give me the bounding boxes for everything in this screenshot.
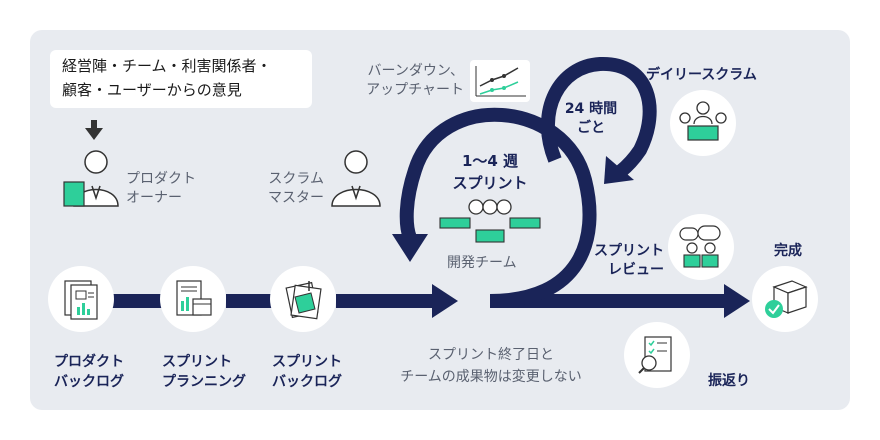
sprint-planning-icon [160,266,226,332]
flow-bar-2 [226,294,272,308]
daily-loop-arrow [540,56,657,178]
sprint-review-label: スプリント レビュー [594,243,664,278]
burndown-chart-icon [470,60,530,102]
flow-bar-1 [112,294,162,308]
stakeholder-feedback-note: 経営陣・チーム・利害関係者・ 顧客・ユーザーからの意見 [50,50,312,108]
scrum-master-icon [331,150,381,207]
burndown-label: バーンダウン、 アップチャート [366,63,464,98]
flow-arrowhead-done [724,284,750,318]
product-backlog-icon [48,266,114,332]
stakeholder-note-line1: 経営陣・チーム・利害関係者・ [62,57,272,75]
sprint-review-icon [668,214,734,280]
sprint-planning-label: スプリント プランニング [162,354,246,390]
retrospective-label: 振返り [708,373,750,389]
product-owner-icon [63,150,119,207]
sprint-loop-arrow [399,107,597,308]
sprint-loop-arrowhead [392,234,428,262]
flow-bar-3 [336,294,436,308]
daily-scrum-cycle: 24 時間 ごと [564,101,618,136]
scrum-master-label: スクラム マスター [268,171,324,206]
dev-team-label: 開発チーム [447,255,517,271]
flow-arrowhead-1 [432,284,458,318]
dev-team-icon [439,199,541,243]
product-owner-label: プロダクト オーナー [126,171,196,206]
stakeholder-note-line2: 顧客・ユーザーからの意見 [62,81,242,99]
sprint-backlog-label: スプリント バックログ [272,354,342,390]
retrospective-icon [624,322,690,388]
product-backlog-label: プロダクト バックログ [54,354,124,390]
daily-scrum-title: デイリースクラム [646,67,757,83]
daily-scrum-icon [670,90,736,156]
feedback-arrowhead [85,128,103,140]
feedback-arrow-shaft [91,120,97,130]
sprint-backlog-icon [270,266,336,332]
sprint-duration-label: 1〜4 週 スプリント [452,152,528,192]
done-label: 完成 [774,243,802,259]
flow-bar-4 [490,294,726,308]
daily-loop-arrowhead [604,156,634,184]
sprint-end-note: スプリント終了日と チームの成果物は変更しない [400,347,582,385]
done-icon [752,266,818,332]
